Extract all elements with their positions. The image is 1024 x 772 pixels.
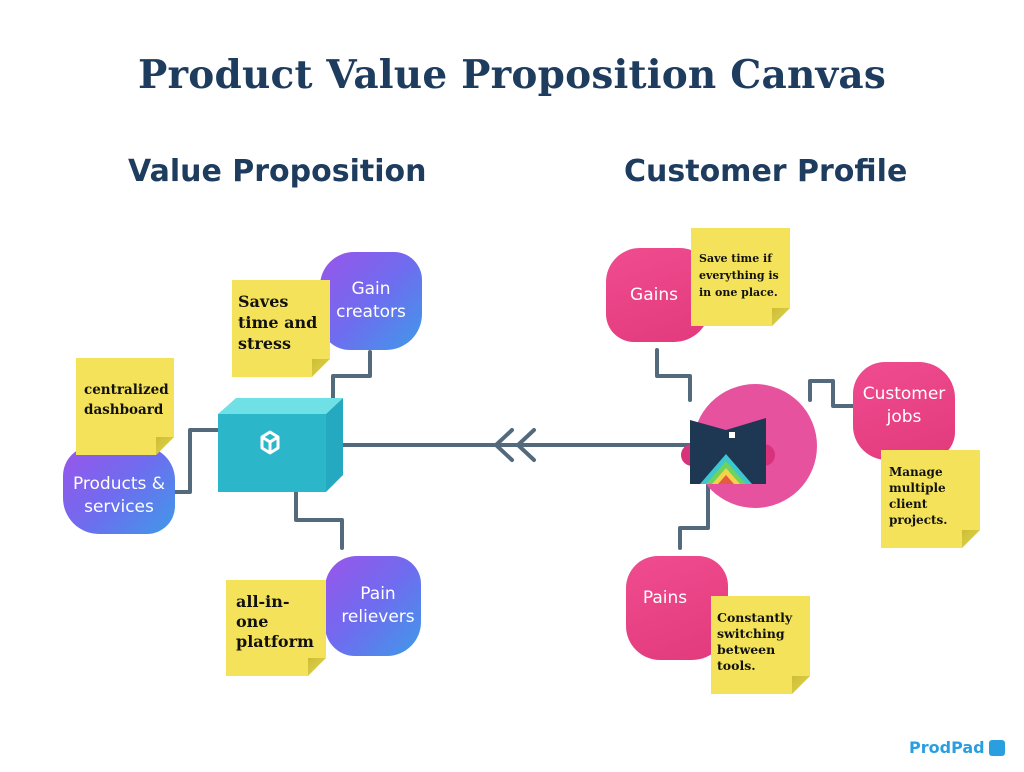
value-proposition-heading: Value Proposition [128,154,427,189]
customer-jobs-note-text: Manage multiple client projects. [889,465,948,527]
customer-profile-heading: Customer Profile [624,154,908,189]
customer-figure-icon [681,384,817,508]
brand-name: ProdPad [909,738,985,757]
connector-pains [678,478,710,550]
gains-note-text: Save time if everything is in one place. [699,252,779,299]
pain-relievers-label: Pain relievers [341,584,415,627]
customer-jobs-blob: Customer jobs [853,362,955,460]
gain-creators-label: Gain creators [336,279,406,322]
connector-products [170,428,220,494]
cube-icon [218,398,343,492]
pain-relievers-note-text: all-in-one platform [236,592,314,651]
customer-jobs-note: Manage multiple client projects. [881,450,980,548]
gain-creators-note: Saves time and stress [232,280,330,377]
connector-pain-relievers [294,490,344,550]
canvas-title: Product Value Proposition Canvas [137,52,887,98]
connector-customer-jobs [808,379,858,408]
products-services-label: Products & services [72,474,166,517]
pains-label: Pains [642,587,688,608]
products-services-note: centralized dashboard [76,358,174,455]
prodpad-logo-icon [988,739,1005,756]
products-services-blob: Products & services [63,446,175,534]
pains-note: Constantly switching between tools. [711,596,810,694]
arrowhead-outer [494,428,514,462]
arrowhead-inner [516,428,536,462]
pains-note-text: Constantly switching between tools. [717,610,793,673]
gains-note: Save time if everything is in one place. [691,228,790,326]
prodpad-logo: ProdPad [909,738,1005,757]
connector-gain-creators [331,350,372,402]
pain-relievers-note: all-in-one platform [226,580,326,676]
gain-creators-blob: Gain creators [320,252,422,350]
pain-relievers-blob: Pain relievers [325,556,421,656]
gains-label: Gains [630,284,678,305]
connector-gains [655,348,692,402]
products-services-note-text: centralized dashboard [84,382,169,418]
customer-jobs-label: Customer jobs [862,384,946,427]
gain-creators-note-text: Saves time and stress [238,292,318,353]
